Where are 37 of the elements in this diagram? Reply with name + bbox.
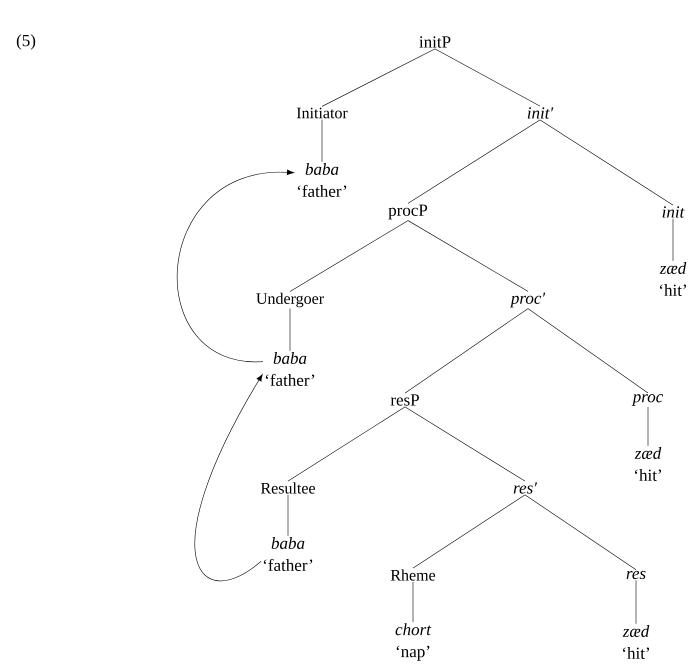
- tree-branch: [408, 220, 528, 292]
- tree-branch: [288, 406, 406, 482]
- tree-branch: [408, 120, 540, 204]
- movement-arrow: [194, 374, 263, 582]
- node-label: res′: [514, 482, 538, 494]
- category-label: Resultee: [260, 482, 315, 494]
- category-label: Initiator: [296, 108, 348, 118]
- word-gloss: zæd ‘hit’: [622, 625, 650, 659]
- node-label: procP: [388, 204, 428, 220]
- category-label: Undergoer: [256, 292, 324, 308]
- example-number: (5): [16, 34, 36, 50]
- word-gloss: baba ‘father’: [266, 352, 314, 386]
- word-gloss: zæd ‘hit’: [660, 262, 686, 296]
- word-gloss: chort ‘nap’: [396, 623, 432, 661]
- movement-arrow: [177, 170, 294, 362]
- word-gloss: baba ‘father’: [264, 537, 312, 571]
- tree-branch: [322, 48, 436, 107]
- category-label: Rheme: [390, 569, 436, 581]
- node-label: proc: [632, 394, 664, 406]
- node-label: init′: [528, 107, 554, 119]
- node-label: proc′: [510, 292, 546, 308]
- tree-branch: [434, 48, 540, 106]
- node-label: resP: [390, 394, 419, 406]
- word-gloss: baba ‘father’: [298, 163, 346, 197]
- tree-branch: [528, 308, 648, 394]
- tree-branch: [412, 582, 414, 622]
- tree-branch: [404, 406, 526, 482]
- tree-branch: [524, 494, 636, 570]
- node-label: initP: [419, 36, 450, 48]
- tree-branch: [404, 308, 528, 394]
- tree-branch: [672, 218, 674, 262]
- tree-branch: [290, 220, 408, 292]
- tree-branch: [412, 494, 526, 568]
- tree-branch: [540, 120, 674, 206]
- word-gloss: zæd ‘hit’: [634, 447, 662, 481]
- node-label: init: [662, 206, 685, 218]
- node-label: res: [626, 570, 646, 580]
